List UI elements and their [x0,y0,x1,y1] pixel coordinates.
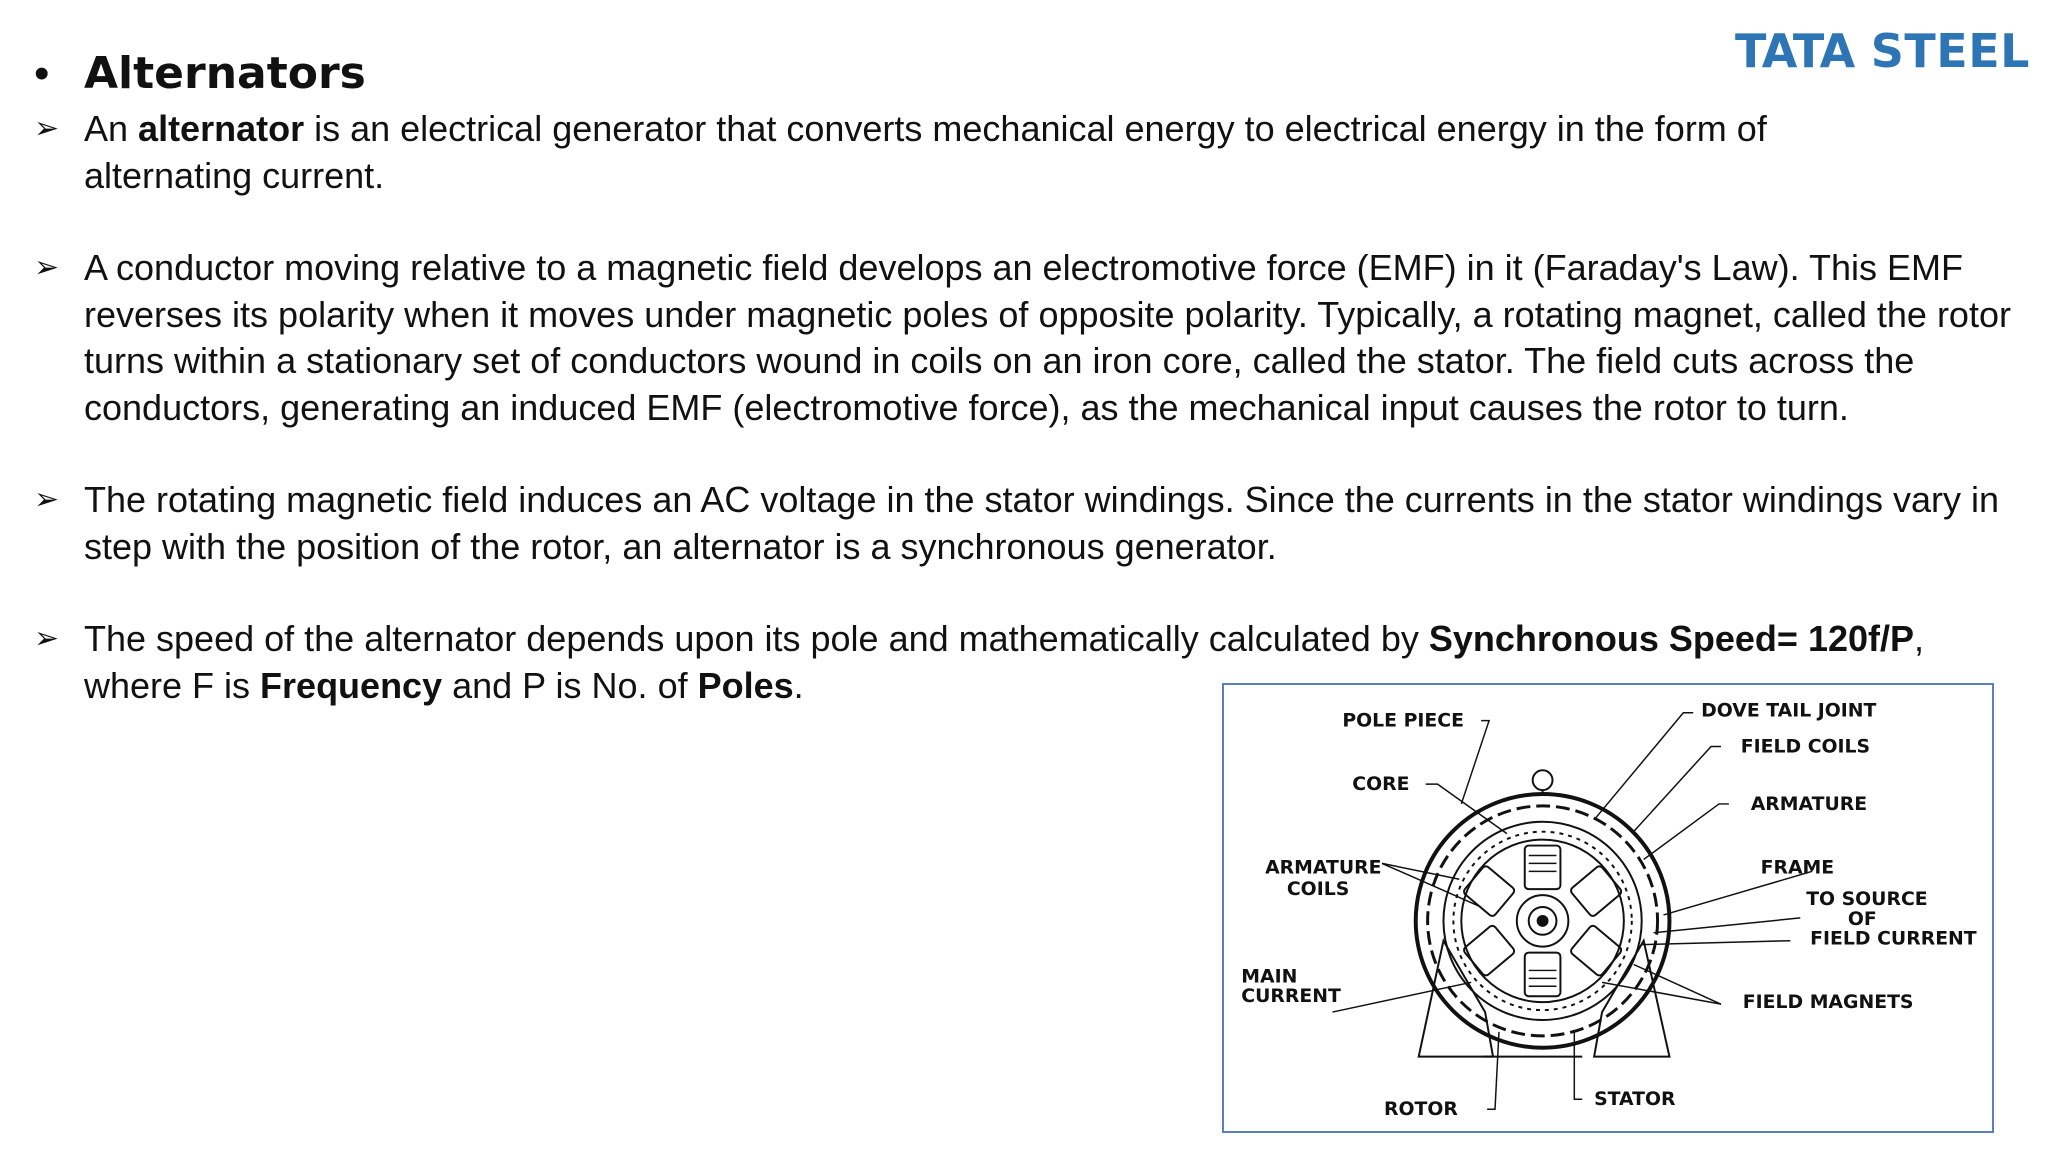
tata-steel-logo: TATA STEEL [1735,28,2030,74]
text-run: . [793,664,804,706]
arrow-bullet-icon: ➢ [34,112,60,145]
bullet-item: ➢ The rotating magnetic field induces an… [34,477,2024,570]
bullet-item: ➢ A conductor moving relative to a magne… [34,245,2024,431]
rotor-hub [1515,894,1570,948]
arrow-bullet-icon: ➢ [34,622,60,655]
bold-term: alternator [138,108,305,149]
label-field-coils: FIELD COILS [1741,736,1870,757]
label-dove-tail-joint: DOVE TAIL JOINT [1701,701,1876,722]
page-title: Alternators [84,48,366,99]
label-field-magnets: FIELD MAGNETS [1743,992,1914,1013]
text-run: The speed of the alternator depends upon… [84,618,1429,659]
bullet-item: ➢ The speed of the alternator depends up… [34,616,2024,709]
label-main-current: MAIN [1241,966,1297,987]
title-bullet-icon: • [34,48,50,98]
shaft [1527,906,1558,936]
label-pole-piece: POLE PIECE [1342,711,1464,732]
bullet-text: The speed of the alternator depends upon… [84,616,2024,709]
text-run: and P is No. of [442,664,698,706]
bullet-text: A conductor moving relative to a magneti… [84,247,2011,428]
text-run: is an electrical generator that converts… [84,108,1767,196]
label-armature: ARMATURE [1751,794,1867,815]
lifting-eye [1531,769,1554,792]
bullet-text: An alternator is an electrical generator… [84,106,1904,199]
bold-term: Poles [697,664,794,706]
bullet-text: The rotating magnetic field induces an A… [84,479,2000,567]
bullet-item: ➢ An alternator is an electrical generat… [34,106,2024,199]
arrow-bullet-icon: ➢ [34,483,60,516]
label-rotor: ROTOR [1384,1099,1458,1120]
field-coil-hatching [1528,854,1557,988]
stator-ring [1442,820,1643,1021]
leader-lines [1332,712,1813,1110]
logo-text-tata: TATA [1735,24,1855,78]
text-run: , where F is [84,618,1925,706]
bold-term: Synchronous Speed= 120f/P [1428,618,1915,659]
shaft-center [1536,914,1549,927]
label-to-source: OF [1848,909,1877,930]
air-gap-ring [1460,838,1625,1004]
label-armature-coils: ARMATURE [1265,857,1381,878]
arrow-bullet-icon: ➢ [34,251,60,284]
label-to-source: TO SOURCE [1806,889,1927,910]
text-run: An [84,108,139,149]
slide-title: • Alternators [34,48,366,99]
alternator-diagram-svg: POLE PIECE DOVE TAIL JOINT FIELD COILS C… [1241,701,1977,1120]
label-to-source: FIELD CURRENT [1810,929,1977,950]
armature-slots [1452,830,1633,1012]
bold-term: Frequency [260,664,443,706]
label-stator: STATOR [1594,1089,1676,1110]
label-main-current: CURRENT [1241,986,1341,1007]
diagram-labels: POLE PIECE DOVE TAIL JOINT FIELD COILS C… [1241,701,1977,1120]
alternator-diagram: POLE PIECE DOVE TAIL JOINT FIELD COILS C… [1222,683,1994,1133]
frame-foot-right [1592,938,1671,1058]
label-core: CORE [1352,774,1409,795]
bullet-list: ➢ An alternator is an electrical generat… [34,106,2024,755]
label-frame: FRAME [1761,857,1835,878]
frame-dovetail-ring [1426,804,1660,1038]
logo-text-steel: STEEL [1870,24,2030,78]
label-armature-coils: COILS [1287,879,1349,900]
